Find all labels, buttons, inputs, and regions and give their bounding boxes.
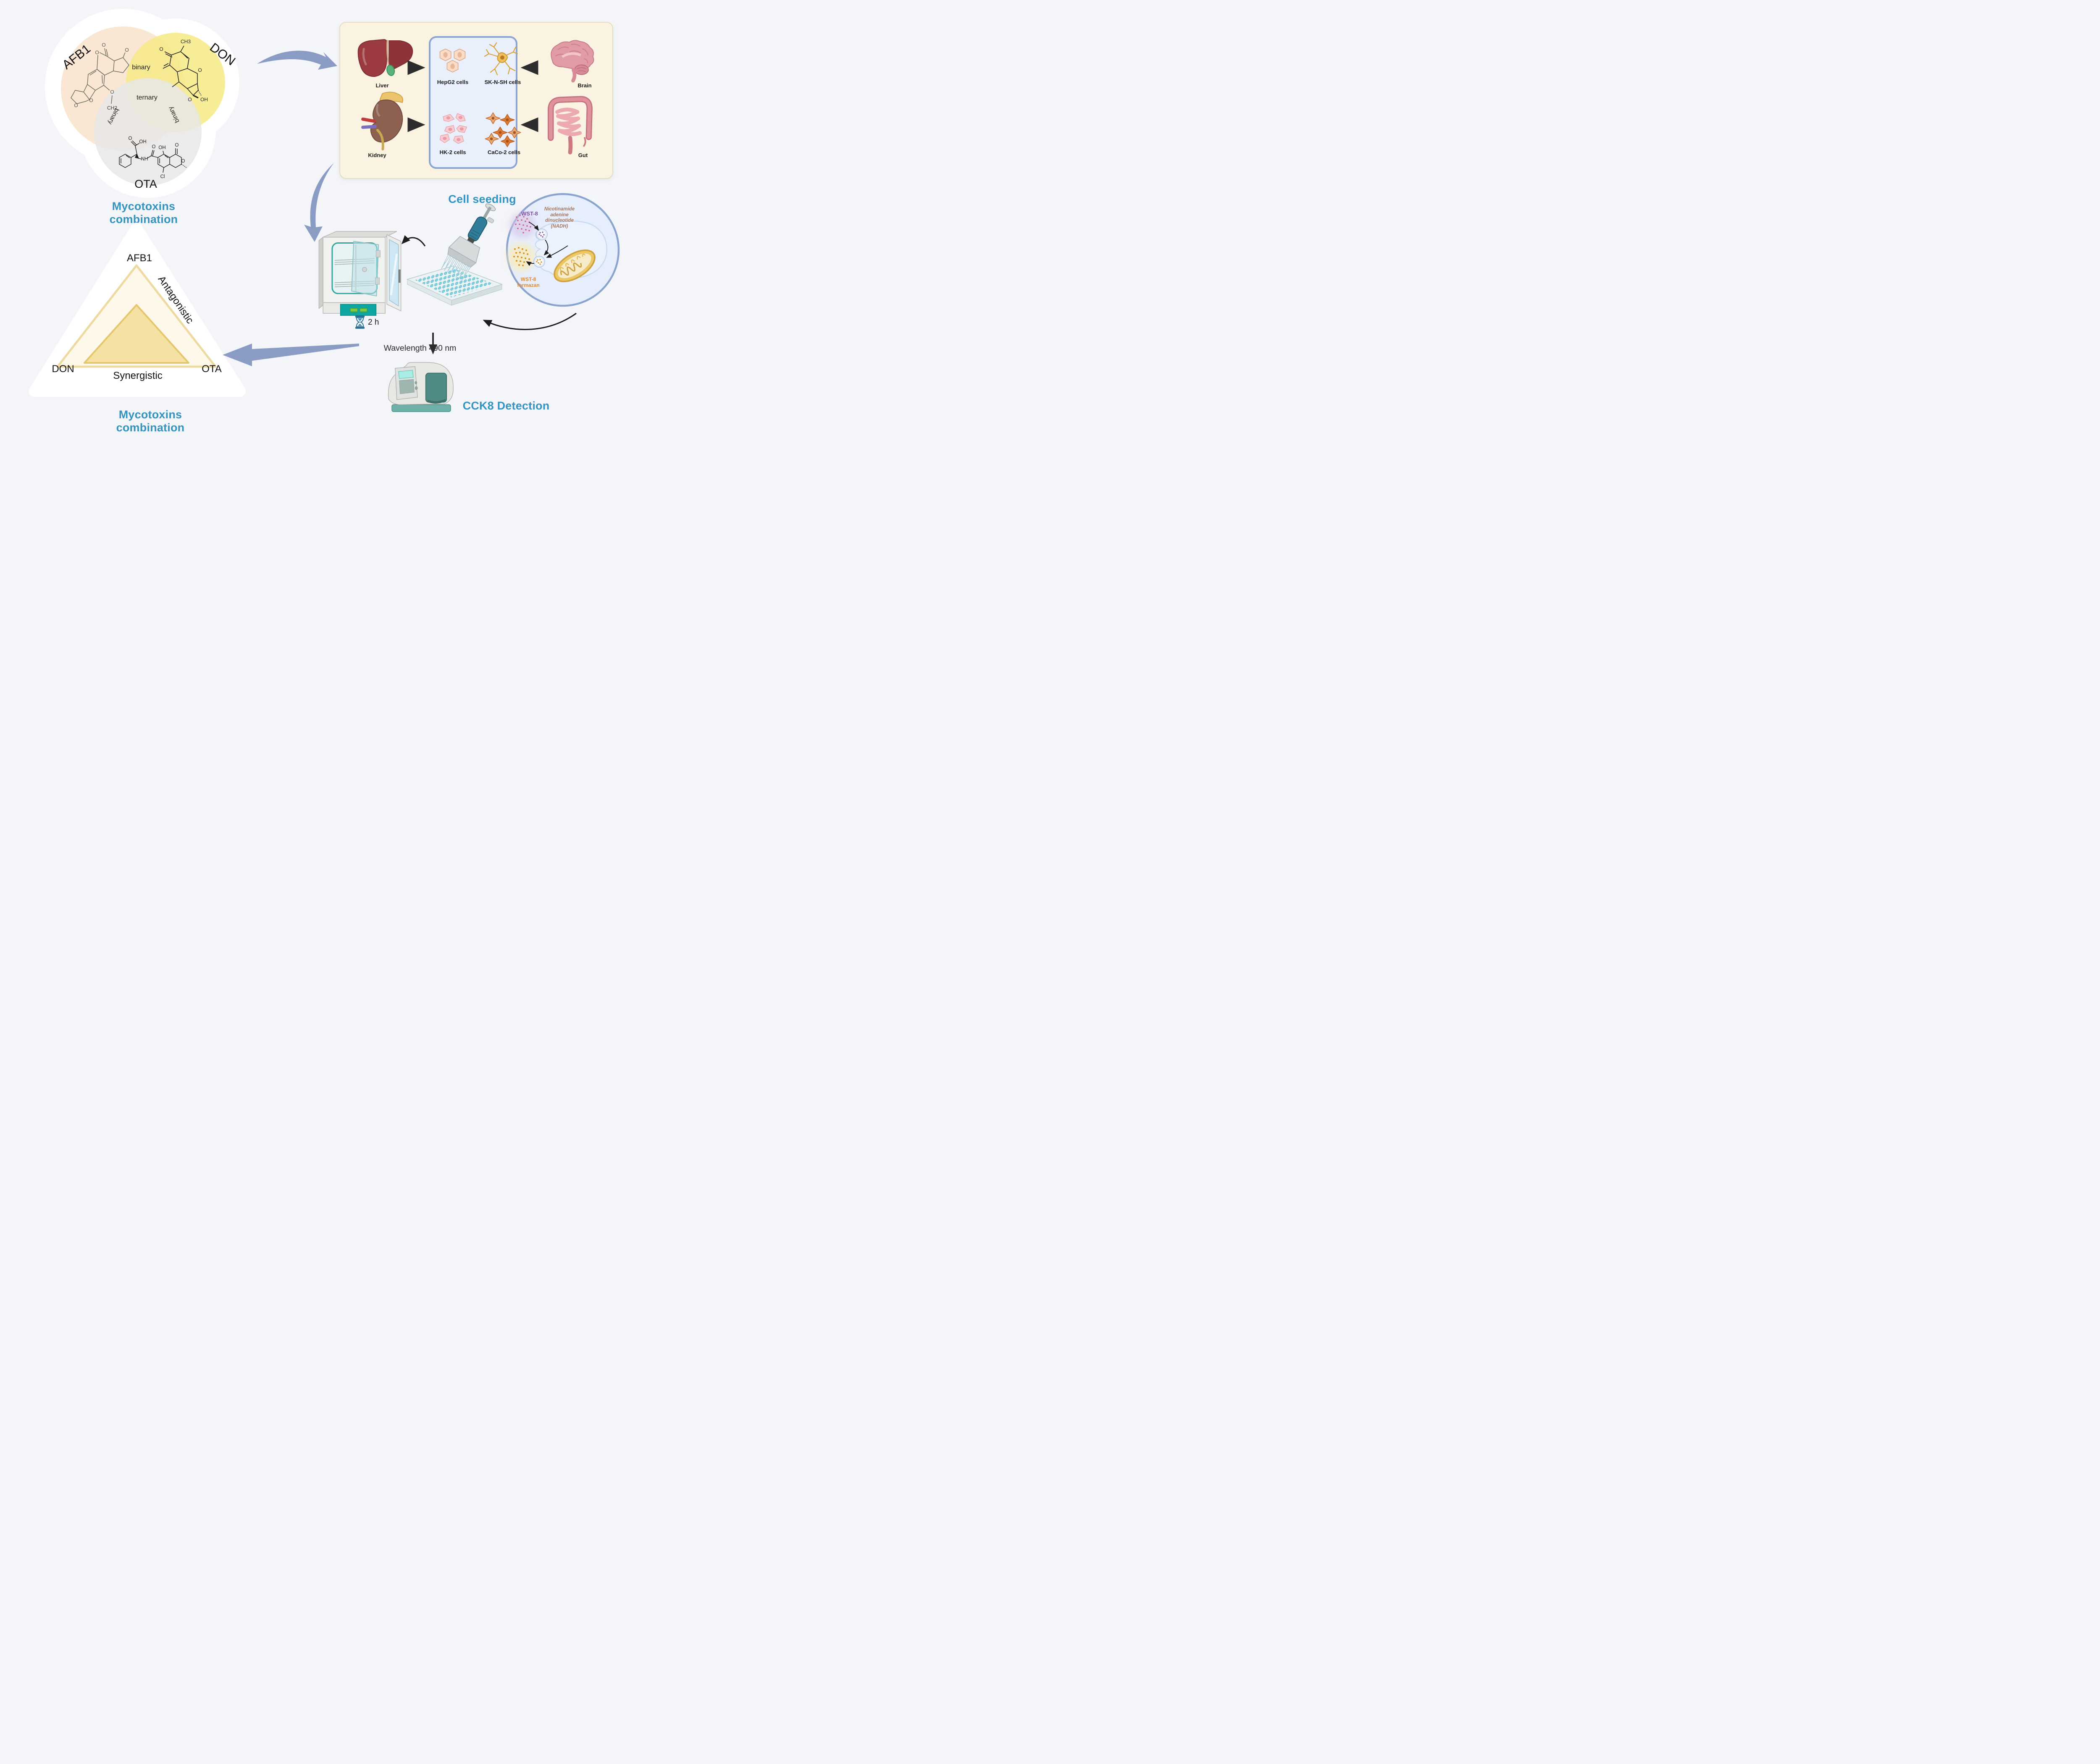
triangle-edge-synergistic: Synergistic — [113, 370, 162, 381]
liver-illustration — [357, 39, 413, 77]
svg-text:O: O — [95, 50, 99, 55]
microplate-reader-illustration — [388, 362, 454, 412]
cck8-caption: CCK8 Detection — [462, 399, 550, 412]
triangle-corner-ota: OTA — [202, 363, 222, 375]
hepg2-cells-illustration — [439, 48, 466, 73]
venn-caption: Mycotoxins combination — [109, 200, 178, 226]
svg-text:Cl: Cl — [160, 174, 165, 179]
svg-text:OH: OH — [139, 139, 146, 144]
svg-text:O: O — [175, 143, 179, 148]
arrow-venn-to-panel — [257, 50, 337, 70]
brain-illustration — [551, 40, 594, 83]
gut-label: Gut — [578, 152, 588, 158]
triangle-corner-don: DON — [52, 363, 74, 375]
mitochondrion — [554, 249, 596, 282]
vesicle-top — [536, 228, 548, 240]
venn-label-ota: OTA — [134, 178, 157, 190]
cck8-cell-diagram — [506, 193, 620, 307]
multichannel-pipette — [441, 203, 496, 281]
caco2-cells-illustration — [485, 112, 521, 147]
afb1-structure: O O O O O O CH2 — [71, 42, 129, 111]
svg-text:O: O — [129, 136, 132, 141]
svg-text:O: O — [89, 97, 93, 103]
svg-text:O: O — [110, 89, 114, 95]
kidney-illustration — [361, 92, 404, 151]
formazan-dots — [513, 247, 530, 266]
triangle-inner — [84, 304, 189, 364]
liver-label: Liver — [375, 82, 389, 89]
hepg2-label: HepG2 cells — [437, 79, 469, 85]
ota-structure: O OH O OH O O NH Cl — [119, 136, 187, 179]
svg-text:O: O — [74, 102, 78, 108]
sknsh-label: SK-N-SH cells — [484, 79, 521, 85]
caco2-label: CaCo-2 cells — [487, 149, 521, 155]
gallbladder — [386, 65, 395, 76]
svg-text:NH: NH — [141, 157, 148, 162]
svg-text:O: O — [159, 46, 163, 52]
svg-text:CH3: CH3 — [181, 39, 191, 45]
svg-text:O: O — [188, 97, 192, 102]
wst8-label: WST-8 — [521, 210, 538, 217]
svg-text:O: O — [198, 67, 202, 73]
svg-text:CH2: CH2 — [107, 105, 117, 111]
brain-label: Brain — [578, 82, 592, 89]
cell-seeding-caption: Cell seeding — [448, 193, 516, 205]
svg-text:O: O — [125, 47, 129, 53]
interaction-triangle-diagram: AFB1 DON OTA Antagonistic Synergistic — [29, 223, 246, 397]
vesicle-bottom — [533, 256, 545, 268]
mycotoxin-venn-diagram: O O O O O O CH2 CH3 O O O OH — [45, 9, 239, 198]
incubator-illustration — [318, 231, 402, 316]
svg-text:O: O — [181, 159, 185, 164]
wst8-formazan-label: WST-8 formazan — [517, 276, 540, 289]
hk2-label: HK-2 cells — [439, 149, 466, 155]
svg-text:OH: OH — [200, 97, 208, 102]
svg-text:O: O — [102, 42, 105, 48]
svg-text:OH: OH — [158, 145, 165, 150]
don-structure: CH3 O O O OH — [159, 39, 208, 102]
incubation-time-label: 2 h — [368, 318, 379, 327]
sknsh-cells-illustration — [484, 42, 518, 76]
triangle-corner-afb1: AFB1 — [127, 252, 152, 264]
kidney-label: Kidney — [368, 152, 386, 158]
triangle-caption: Mycotoxins combination — [116, 408, 185, 434]
hourglass-icon — [355, 315, 365, 329]
pipette-plate-illustration — [406, 203, 503, 306]
hk2-cells-illustration — [439, 113, 467, 144]
figure-canvas: O O O O O O CH2 CH3 O O O OH — [0, 0, 630, 441]
wst8-dots — [515, 215, 531, 234]
wavelength-label: Wavelength 490 nm — [383, 344, 457, 353]
venn-overlap-ternary: ternary — [136, 94, 158, 101]
nadh-label: Nicotinamide adenine dinucleotide (NADH) — [544, 207, 575, 229]
venn-overlap-binary-top: binary — [132, 64, 150, 71]
svg-text:O: O — [152, 144, 156, 150]
gut-illustration — [548, 96, 593, 155]
